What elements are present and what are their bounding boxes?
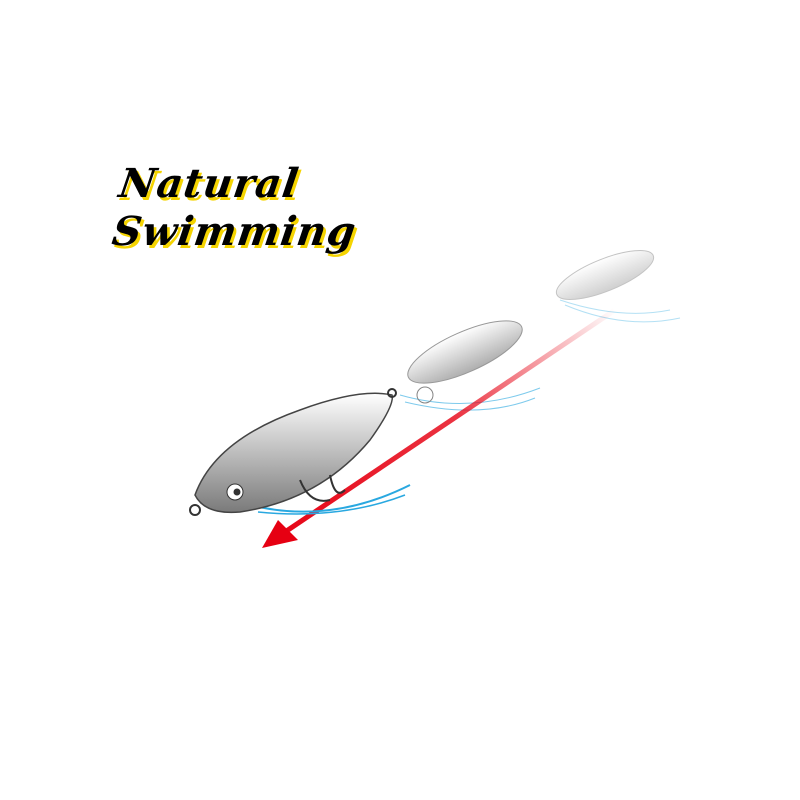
lure-front	[189, 388, 411, 516]
direction-arrow	[262, 307, 617, 548]
lure-middle	[399, 320, 541, 411]
lure-far	[555, 250, 681, 323]
